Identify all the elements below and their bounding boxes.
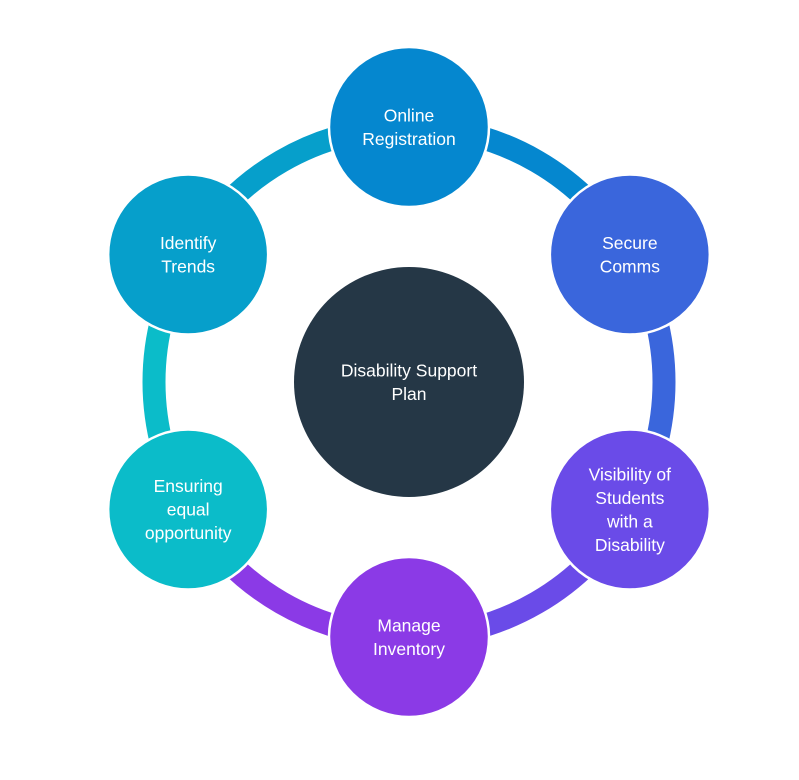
node-label-line: Identify: [160, 233, 217, 253]
center-label-line: Disability Support: [341, 360, 477, 380]
node-label-line: Ensuring: [154, 476, 223, 496]
node-circle: [106, 173, 270, 336]
node-label-line: opportunity: [145, 523, 232, 543]
node-label-line: with a: [606, 511, 653, 531]
node-label-line: Manage: [377, 615, 440, 635]
center-label-line: Plan: [391, 384, 426, 404]
node-label-line: Disability: [595, 535, 665, 555]
node-label: Visibility of Students with a Disability: [589, 464, 671, 555]
center-circle: [294, 267, 524, 497]
node-circle: [548, 173, 712, 336]
node-label-line: equal: [167, 500, 210, 520]
node-circle: [106, 428, 270, 591]
node-label: Ensuring equal opportunity: [145, 476, 232, 543]
node-circle: [327, 555, 491, 719]
node-label-line: Online: [384, 105, 435, 125]
node-label-line: Registration: [362, 129, 455, 149]
node-label-line: Students: [595, 488, 664, 508]
node-visibility-of-students: Visibility of Students with a Disability: [548, 428, 712, 591]
node-ensuring-equal-opportunity: Ensuring equal opportunity: [106, 428, 270, 591]
node-label-line: Secure: [602, 233, 657, 253]
node-label-line: Comms: [600, 256, 661, 276]
node-label-line: Visibility of: [589, 464, 671, 484]
node-circle: [327, 45, 491, 209]
node-label-line: Trends: [161, 256, 215, 276]
node-circle: [548, 428, 712, 591]
node-label-line: Inventory: [373, 639, 445, 659]
